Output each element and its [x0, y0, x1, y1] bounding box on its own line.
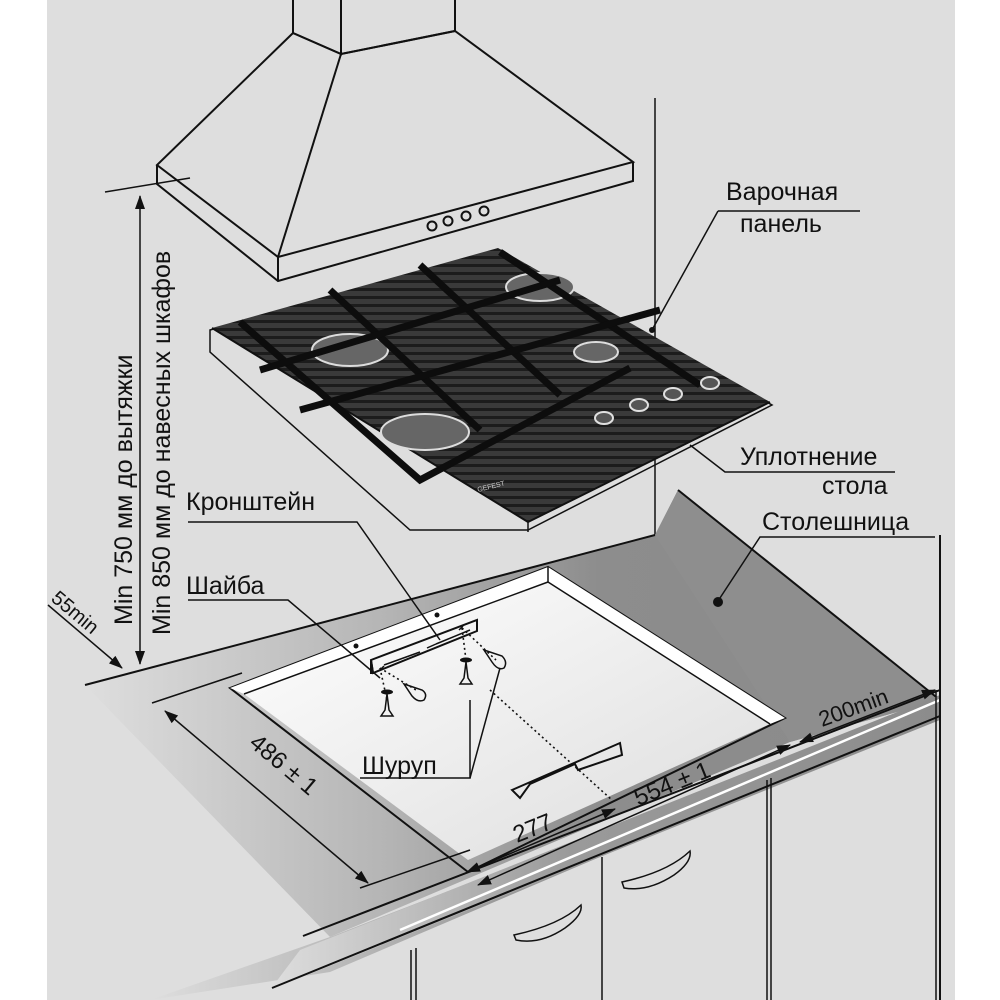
countertop-label: Столешница [762, 508, 909, 536]
door-handle [512, 903, 582, 942]
screw-label: Шуруп [362, 752, 437, 780]
hob-grate [237, 249, 702, 485]
seal-label-line2: стола [822, 472, 888, 500]
dimension-lines [47, 604, 936, 889]
bracket-label: Кронштейн [186, 488, 315, 516]
screw-icon [402, 648, 507, 702]
screw-hole [434, 612, 440, 618]
hob-label-line1: Варочная [726, 178, 838, 206]
seal-label-line1: Уплотнение [740, 443, 877, 471]
callout-leaders [188, 210, 935, 779]
washer-label: Шайба [186, 572, 265, 600]
hood-control-buttons [426, 205, 490, 232]
hood-height-dimension [104, 177, 191, 665]
countertop-cutout [227, 565, 788, 874]
washer-icon [379, 657, 474, 717]
hob-label-line2: панель [740, 210, 822, 238]
control-knobs [594, 376, 720, 425]
range-hood [155, 0, 636, 283]
cabinets-min-distance-label: Min 850 мм до навесных шкафов [148, 251, 176, 635]
hood-min-distance-label: Min 750 мм до вытяжки [110, 354, 138, 625]
screw-hole [353, 643, 359, 649]
gas-hob: GEFEST [209, 248, 774, 532]
